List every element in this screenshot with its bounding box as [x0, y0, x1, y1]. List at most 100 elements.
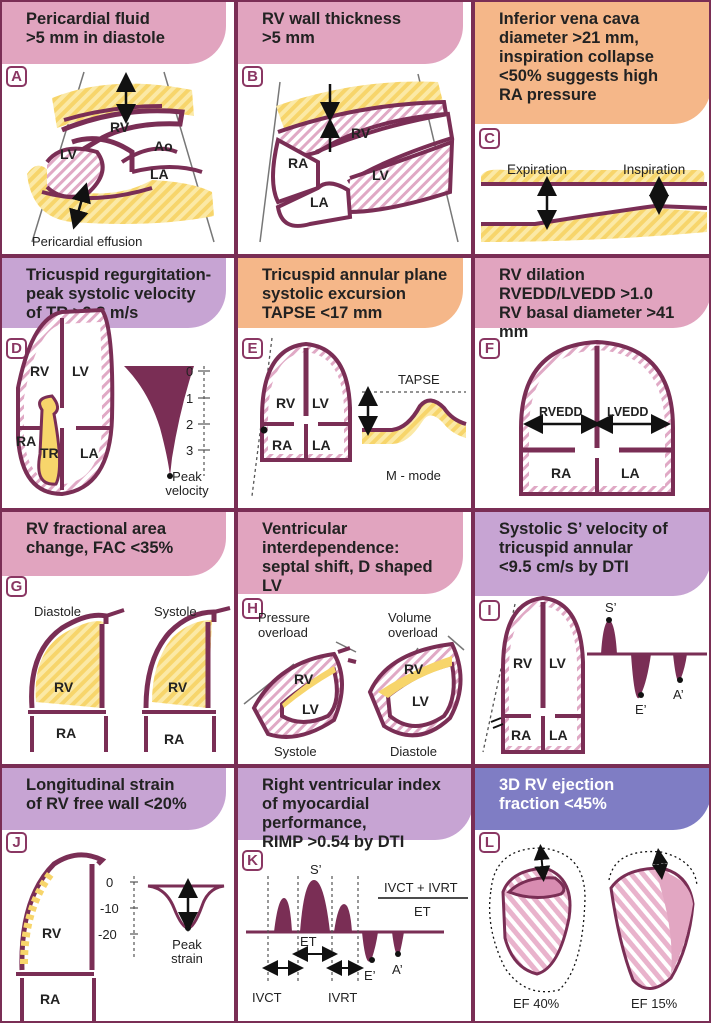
panel-i-a-label: A’: [673, 687, 684, 702]
panel-h-letter: H: [242, 598, 263, 619]
panel-d-la-label: LA: [80, 445, 99, 461]
panel-j-caption: Peak strain: [171, 937, 203, 966]
panel-e-letter: E: [242, 338, 263, 359]
panel-h-volume-line2: overload: [388, 625, 438, 640]
panel-e: Tricuspid annular plane systolic excursi…: [236, 256, 473, 510]
panel-i-la-label: LA: [549, 727, 568, 743]
panel-h-pressure-line1: Pressure: [258, 610, 310, 625]
panel-d-tick-3: 3: [186, 443, 193, 458]
panel-i-ra-label: RA: [511, 727, 531, 743]
panel-d-rv-label: RV: [30, 363, 50, 379]
panel-g-rv-label-1: RV: [54, 679, 74, 695]
panel-f-letter: F: [479, 338, 500, 359]
panel-c-title: Inferior vena cava diameter >21 mm, insp…: [499, 10, 659, 104]
panel-k-letter: K: [242, 850, 263, 871]
panel-h-lv-label-2: LV: [412, 693, 430, 709]
fac-diagram: Diastole Systole RV RV RA RA: [28, 604, 231, 752]
panel-l-ef2-label: EF 15%: [631, 996, 678, 1011]
panel-a-title: Pericardial fluid >5 mm in diastole: [26, 10, 165, 47]
panel-a-rv-label: RV: [110, 119, 130, 135]
panel-e-ra-label: RA: [272, 437, 292, 453]
panel-b-ra-label: RA: [288, 155, 308, 171]
panel-c-expiration-label: Expiration: [507, 162, 567, 177]
panel-j: Longitudinal strain of RV free wall <20%…: [0, 766, 236, 1023]
panel-h-pressure-line2: overload: [258, 625, 308, 640]
panel-h-rv-label-2: RV: [404, 661, 424, 677]
panel-k-s-label: S’: [310, 862, 322, 877]
panel-i-e-label: E’: [635, 702, 647, 717]
panel-a-ao-label: Ao: [154, 138, 173, 154]
panel-d-caption: Peak velocity: [165, 469, 209, 498]
panel-g-systole-label: Systole: [154, 604, 197, 619]
panel-i-letter: I: [479, 600, 500, 621]
panel-l-letter: L: [479, 832, 500, 853]
panel-h: Ventricular interdependence: septal shif…: [236, 510, 473, 766]
panel-l-title: 3D RV ejection fraction <45%: [499, 776, 615, 813]
panel-e-mmode-label: M - mode: [386, 468, 441, 483]
panel-e-title: Tricuspid annular plane systolic excursi…: [262, 266, 448, 322]
panel-a-header: Pericardial fluid >5 mm in diastole: [2, 2, 226, 64]
panel-b-header: RV wall thickness >5 mm: [238, 2, 463, 64]
panel-g-title: RV fractional area change, FAC <35%: [26, 520, 174, 557]
panel-j-tick-0: 0: [106, 875, 113, 890]
panel-h-title: Ventricular interdependence: septal shif…: [262, 520, 433, 595]
panel-f-header: RV dilation RVEDD/LVEDD >1.0 RV basal di…: [475, 258, 709, 341]
panel-e-header: Tricuspid annular plane systolic excursi…: [238, 258, 463, 328]
panel-a-letter: A: [6, 66, 27, 87]
panel-c: Inferior vena cava diameter >21 mm, insp…: [473, 0, 711, 256]
panel-a-caption: Pericardial effusion: [32, 234, 142, 249]
panel-b-rv-label: RV: [351, 125, 371, 141]
panel-i-header: Systolic S’ velocity of tricuspid annula…: [475, 512, 709, 596]
panel-l-ef1-label: EF 40%: [513, 996, 560, 1011]
panel-k-a-label: A’: [392, 962, 403, 977]
panel-f-rvedd-label: RVEDD: [539, 405, 583, 419]
panel-g-ra-label-2: RA: [164, 731, 184, 747]
panel-e-lv-label: LV: [312, 395, 330, 411]
panel-a-la-label: LA: [150, 166, 169, 182]
longitudinal-strain-diagram: 0 -10 -20 RV RA: [16, 852, 225, 1021]
panel-d: Tricuspid regurgitation- peak systolic v…: [0, 256, 236, 510]
panel-d-header: Tricuspid regurgitation- peak systolic v…: [2, 258, 226, 328]
panel-b-title: RV wall thickness >5 mm: [262, 10, 402, 47]
panel-f-title: RV dilation RVEDD/LVEDD >1.0 RV basal di…: [499, 266, 675, 341]
panel-g-letter: G: [6, 576, 27, 597]
panel-c-inspiration-label: Inspiration: [623, 162, 685, 177]
panel-j-title: Longitudinal strain of RV free wall <20%: [26, 776, 187, 813]
panel-f-la-label: LA: [621, 465, 640, 481]
panel-h-lv-label-1: LV: [302, 701, 320, 717]
panel-k-e-label: E’: [364, 968, 376, 983]
panel-l-header: 3D RV ejection fraction <45%: [475, 768, 709, 830]
panel-e-rv-label: RV: [276, 395, 296, 411]
panel-e-la-label: LA: [312, 437, 331, 453]
panel-g-rv-label-2: RV: [168, 679, 188, 695]
panel-i-lv-label: LV: [549, 655, 567, 671]
tr-velocity-diagram: 0 1 2 3 RV LV RA TR LA: [16, 307, 210, 497]
panel-h-volume-line1: Volume: [388, 610, 431, 625]
panel-i-title: Systolic S’ velocity of tricuspid annula…: [499, 520, 668, 576]
panel-k-formula-den: ET: [414, 904, 431, 919]
rv-ef-3d-diagram: EF 40% EF 15%: [488, 844, 698, 1011]
panel-k-title: Right ventricular index of myocardial pe…: [262, 776, 441, 851]
panel-j-header: Longitudinal strain of RV free wall <20%: [2, 768, 226, 830]
ivc-diagram: Expiration Inspiration: [481, 162, 708, 242]
panel-k-header: Right ventricular index of myocardial pe…: [238, 768, 471, 851]
panel-b-la-label: LA: [310, 194, 329, 210]
panel-h-systole-label: Systole: [274, 744, 317, 759]
panel-a: Pericardial fluid >5 mm in diastole A RV…: [0, 0, 236, 256]
panel-f-lvedd-label: LVEDD: [607, 405, 648, 419]
panel-h-header: Ventricular interdependence: septal shif…: [238, 512, 463, 595]
panel-g-header: RV fractional area change, FAC <35%: [2, 512, 226, 576]
ventricular-interdependence-diagram: Pressure overload Volume overload RV LV …: [243, 610, 465, 759]
rv-dilation-diagram: RVEDD LVEDD RA LA: [519, 339, 675, 496]
panel-b-lv-label: LV: [372, 167, 390, 183]
panel-j-rv-label: RV: [42, 925, 62, 941]
pericardial-fluid-diagram: RV LV Ao LA Pericardial effusion: [27, 71, 215, 249]
panel-h-rv-label-1: RV: [294, 671, 314, 687]
rv-wall-thickness-diagram: RV RA LV LA: [259, 73, 459, 243]
panel-f-ra-label: RA: [551, 465, 571, 481]
panel-d-tick-1: 1: [186, 391, 193, 406]
panel-d-lv-label: LV: [72, 363, 90, 379]
panel-k-ivrt-label: IVRT: [328, 990, 357, 1005]
panel-d-tick-2: 2: [186, 417, 193, 432]
